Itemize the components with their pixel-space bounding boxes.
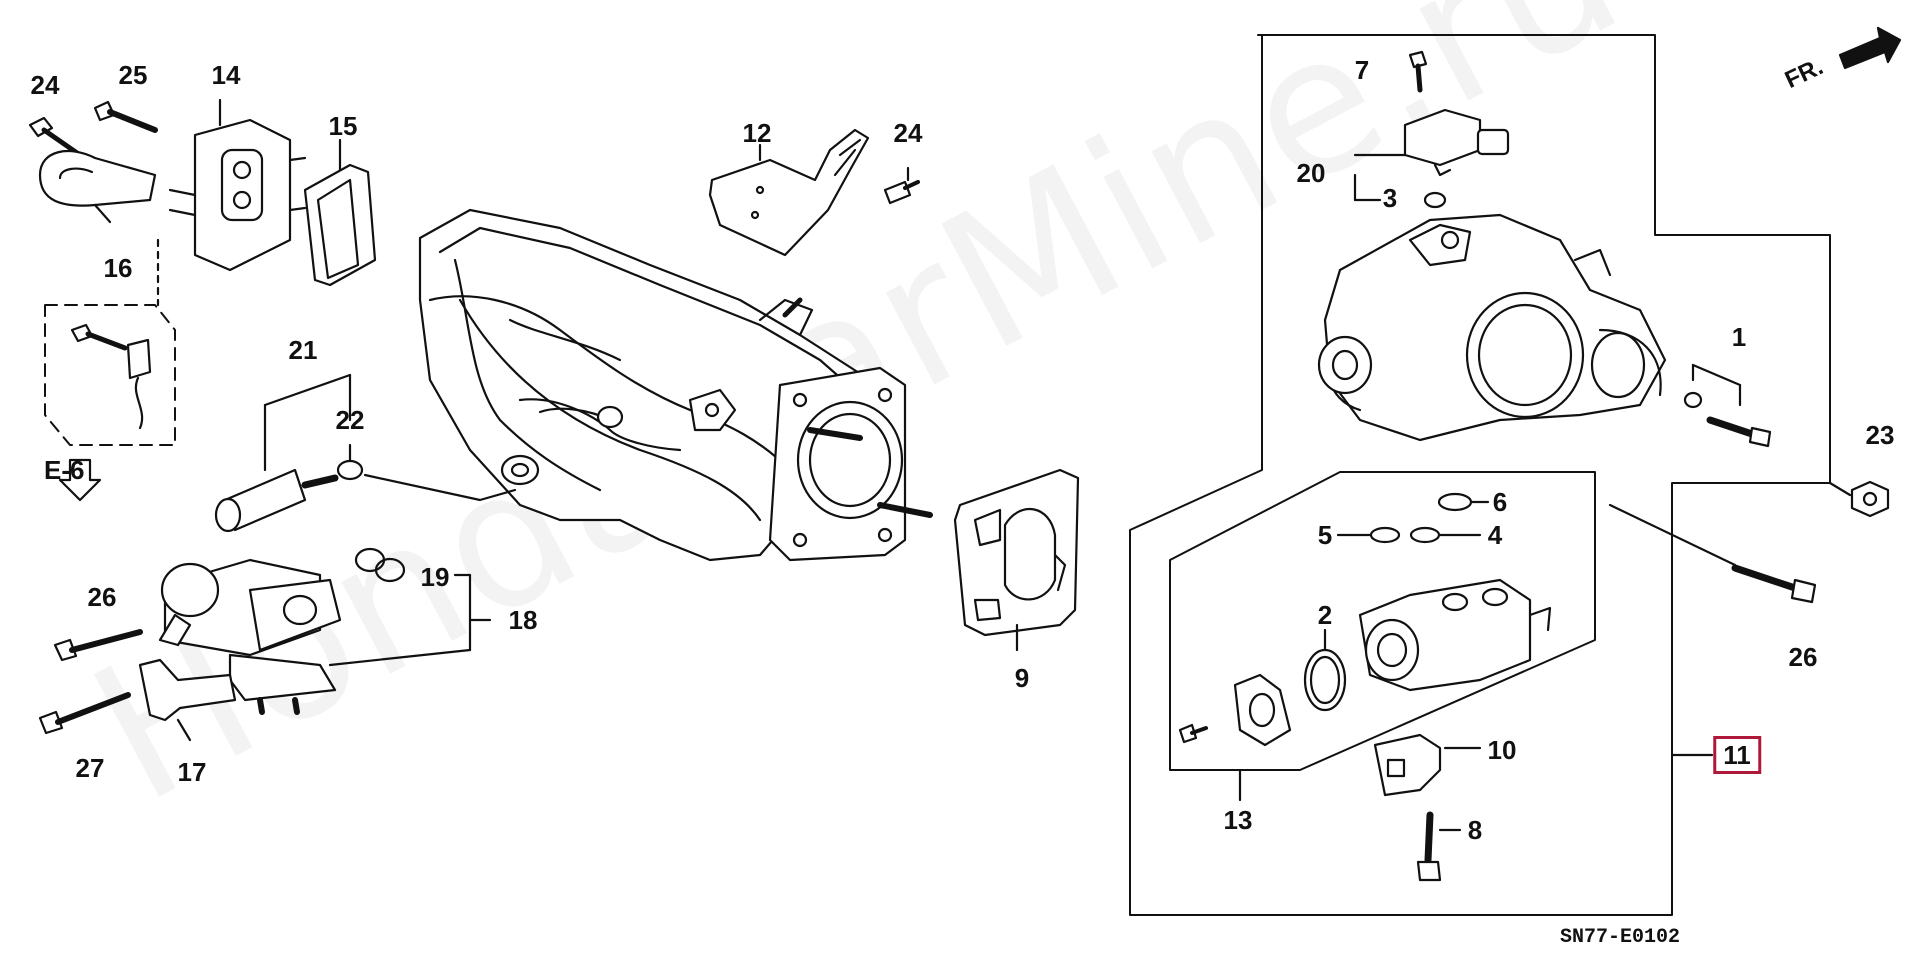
part-label-7: 7 (1354, 55, 1370, 85)
bolt-24-left (28, 116, 83, 158)
bolt-27 (38, 692, 131, 735)
bracket-12 (708, 128, 870, 257)
bracket-17 (138, 658, 237, 742)
oring-6 (1437, 492, 1473, 512)
part-label-10: 10 (1487, 735, 1517, 765)
bolt-25 (93, 100, 158, 133)
sensor-14 (168, 98, 307, 272)
part-label-19: 19 (420, 562, 450, 592)
part-label-3: 3 (1382, 183, 1398, 213)
part-label-23: 23 (1865, 420, 1895, 450)
oring-5 (1369, 526, 1401, 544)
gasket-9 (953, 468, 1080, 652)
part-label-26-left: 26 (87, 582, 117, 612)
part-label-5: 5 (1317, 520, 1333, 550)
screw-13 (1178, 723, 1208, 744)
nut-23 (1828, 480, 1890, 518)
part-label-24-left: 24 (30, 70, 60, 100)
part-label-9: 9 (1014, 663, 1030, 693)
clamp-16 (38, 150, 157, 224)
reference-e6: E-6 (44, 455, 85, 485)
oring-3 (1423, 191, 1447, 209)
part-label-12: 12 (742, 118, 772, 148)
part-label-18: 18 (508, 605, 538, 635)
part-label-24-center: 24 (893, 118, 923, 148)
part-label-11: 11 (1713, 736, 1761, 774)
bolt-24-center (883, 166, 920, 205)
iacv-18 (158, 558, 492, 715)
sensor-21 (214, 373, 352, 533)
e6-arrow (58, 458, 102, 502)
screw-7 (1408, 50, 1428, 93)
part-label-2: 2 (1317, 600, 1333, 630)
gasket-2 (1303, 648, 1347, 712)
part-label-26-right: 26 (1788, 642, 1818, 672)
part-label-13: 13 (1223, 805, 1253, 835)
oring-4 (1409, 526, 1441, 544)
part-label-4: 4 (1487, 520, 1503, 550)
front-arrow-icon (1838, 26, 1902, 70)
dashed-detail-box (44, 304, 176, 446)
part-label-25: 25 (118, 60, 148, 90)
bolt-8 (1416, 811, 1462, 882)
part-label-8: 8 (1467, 815, 1483, 845)
washer-22 (336, 443, 517, 502)
map-sensor-20 (1403, 108, 1510, 177)
bolt-26-right (1608, 503, 1817, 604)
screw-1 (1683, 363, 1772, 448)
part-label-22: 22 (335, 405, 365, 435)
throttle-body (1317, 213, 1667, 442)
diagram-code: SN77-E0102 (1559, 926, 1680, 949)
part-label-1: 1 (1731, 322, 1747, 352)
bolt-26-left (53, 629, 143, 662)
part-label-27: 27 (75, 753, 105, 783)
part-label-21: 21 (288, 335, 318, 365)
intake-manifold (418, 208, 933, 562)
part-label-6: 6 (1492, 487, 1508, 517)
part-label-17: 17 (177, 757, 207, 787)
assembly-11-outline (1129, 34, 1831, 916)
gasket-13 (1233, 673, 1292, 747)
assembly-13-outline (1169, 471, 1596, 771)
part-label-16: 16 (103, 253, 133, 283)
part-label-14: 14 (211, 60, 241, 90)
part-label-15: 15 (328, 111, 358, 141)
gasket-15 (303, 138, 377, 287)
bracket-10 (1373, 733, 1482, 797)
gasket-19 (354, 547, 406, 583)
detail-e6-bolt (70, 323, 152, 430)
iacv-body-2 (1358, 578, 1552, 692)
part-label-20: 20 (1296, 158, 1326, 188)
